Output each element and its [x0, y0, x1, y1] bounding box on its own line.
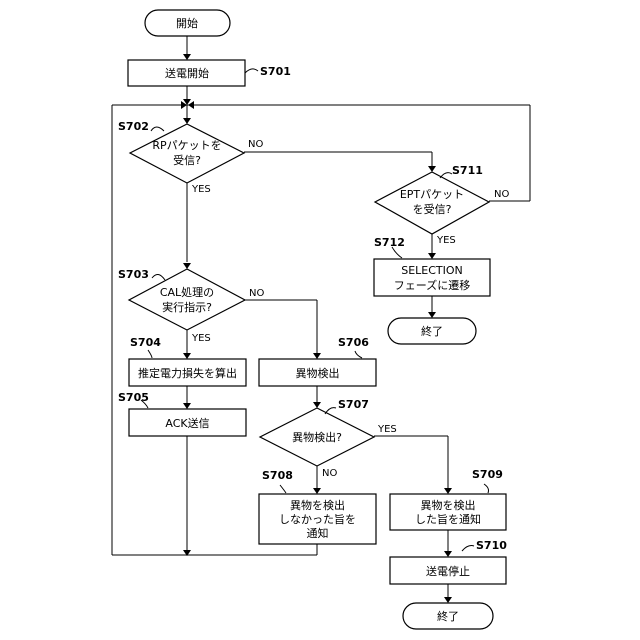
- s703-leader: [152, 274, 165, 280]
- s701-label: 送電開始: [165, 66, 209, 80]
- s704-label: 推定電力損失を算出: [138, 366, 237, 380]
- s710-leader: [462, 546, 474, 551]
- arrowhead-s709: [444, 488, 452, 494]
- s712-label-2: フェーズに遷移: [394, 278, 470, 292]
- start-terminal: 開始: [145, 10, 230, 36]
- s702-label-2: 受信?: [173, 154, 201, 167]
- s703-no-label: NO: [249, 288, 264, 299]
- s711-step: S711: [452, 164, 483, 177]
- process-s705: ACK送信: [129, 409, 246, 436]
- s707-no-label: NO: [322, 468, 337, 479]
- process-s710: 送電停止: [390, 557, 506, 584]
- s703-label-1: CAL処理の: [160, 286, 214, 299]
- arrowhead-end2: [444, 597, 452, 603]
- s708-step: S708: [262, 469, 293, 482]
- s708-label-1: 異物を検出: [290, 498, 345, 512]
- arrowhead-s702: [183, 118, 191, 124]
- s709-label-1: 異物を検出: [421, 498, 476, 512]
- s701-leader: [245, 69, 258, 73]
- end1-label: 終了: [421, 324, 443, 338]
- decision-s707: 異物検出?: [260, 408, 374, 466]
- s712-label-1: SELECTION: [401, 264, 463, 277]
- arrowhead-s701: [183, 54, 191, 60]
- s709-step: S709: [472, 468, 503, 481]
- process-s709: 異物を検出 した旨を通知: [390, 494, 506, 530]
- s706-label: 異物検出: [296, 366, 340, 380]
- s704-step: S704: [130, 336, 161, 349]
- s702-step: S702: [118, 120, 149, 133]
- process-s704: 推定電力損失を算出: [129, 359, 246, 386]
- arrowhead-end1: [428, 312, 436, 318]
- s708-label-2: しなかった旨を: [279, 513, 356, 526]
- arrowhead-s708: [313, 488, 321, 494]
- s710-label: 送電停止: [426, 564, 470, 578]
- s710-step: S710: [476, 539, 507, 552]
- s708-leader: [280, 485, 286, 493]
- arrowhead-loop-right: [188, 101, 194, 109]
- process-s712: SELECTION フェーズに遷移: [374, 259, 490, 296]
- arrowhead-s707: [313, 402, 321, 408]
- s706-leader: [355, 351, 362, 358]
- s707-yes-label: YES: [377, 424, 397, 435]
- s711-no-label: NO: [494, 189, 509, 200]
- s704-leader: [148, 350, 152, 358]
- s706-step: S706: [338, 336, 369, 349]
- arrowhead-s711: [428, 166, 436, 172]
- arrowhead-s712: [428, 253, 436, 259]
- end2-label: 終了: [437, 609, 459, 623]
- process-s706: 異物検出: [259, 359, 376, 386]
- arrowhead-s703: [183, 263, 191, 269]
- s711-yes-label: YES: [436, 235, 456, 246]
- s709-label-2: した旨を通知: [415, 512, 481, 526]
- start-label: 開始: [176, 16, 198, 30]
- s711-label-2: を受信?: [413, 203, 452, 216]
- end-terminal-2: 終了: [403, 603, 493, 629]
- s703-yes-label: YES: [191, 333, 211, 344]
- arrowhead-s704: [183, 353, 191, 359]
- process-s701: 送電開始: [128, 60, 245, 86]
- s711-label-1: EPTパケット: [400, 188, 464, 201]
- s702-leader: [151, 127, 164, 131]
- s712-step: S712: [374, 236, 405, 249]
- s703-step: S703: [118, 268, 149, 281]
- s708-label-3: 通知: [307, 526, 329, 540]
- arrowhead-s705: [183, 403, 191, 409]
- s701-step: S701: [260, 65, 291, 78]
- s705-label: ACK送信: [165, 416, 209, 430]
- s707-step: S707: [338, 398, 369, 411]
- s705-step: S705: [118, 391, 149, 404]
- s702-yes-label: YES: [191, 184, 211, 195]
- arrowhead-s710: [444, 551, 452, 557]
- s703-label-2: 実行指示?: [162, 300, 212, 314]
- process-s708: 異物を検出 しなかった旨を 通知: [259, 494, 376, 544]
- arrowhead-s706: [313, 353, 321, 359]
- s702-no-label: NO: [248, 139, 263, 150]
- s709-leader: [484, 484, 489, 493]
- end-terminal-1: 終了: [388, 318, 476, 344]
- decision-s711: EPTパケット を受信?: [375, 172, 489, 234]
- s702-label-1: RPパケットを: [152, 139, 221, 152]
- s707-label: 異物検出?: [292, 430, 342, 444]
